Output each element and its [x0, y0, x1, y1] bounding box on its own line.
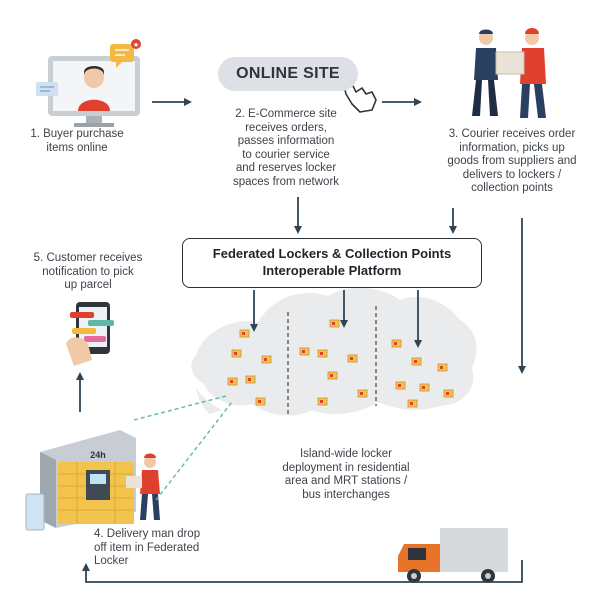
map-locker-marker-dot [320, 352, 323, 355]
map-locker-marker-dot [440, 366, 443, 369]
locker-icon: 24h [25, 430, 136, 531]
step2-line: 2. E-Commerce site [235, 108, 337, 120]
locker-map-dashed-line [155, 401, 233, 501]
step2-line: to courier service [242, 148, 330, 161]
map-caption: Island-wide locker deployment in residen… [262, 448, 430, 502]
map-locker-marker-dot [230, 380, 233, 383]
map-locker-marker-dot [446, 392, 449, 395]
map-locker-marker-dot [394, 342, 397, 345]
map-locker-marker-dot [414, 360, 417, 363]
step4-caption: 4. Delivery man drop off item in Federat… [94, 528, 234, 569]
map-locker-marker-dot [264, 358, 267, 361]
map-locker-marker-dot [360, 392, 363, 395]
map-locker-marker-dot [302, 350, 305, 353]
step2-line: spaces from network [232, 175, 340, 188]
map-locker-marker-dot [398, 384, 401, 387]
map-caption-line: Island-wide locker [299, 448, 393, 460]
step3-line: goods from suppliers and [447, 155, 577, 167]
map-caption-line: area and MRT stations / [284, 475, 408, 487]
step2-line: receives orders, [245, 121, 327, 134]
step4-line: Locker [94, 555, 129, 567]
platform-title-line: Federated Lockers & Collection Points [212, 246, 452, 261]
step2-line: passes information [237, 135, 335, 147]
locker-map-dashed-line [133, 395, 227, 421]
map-locker-marker-dot [422, 386, 425, 389]
online-site-badge: ONLINE SITE [218, 57, 358, 91]
chat-bubble-icon: ★ [110, 39, 141, 68]
map-caption-line: deployment in residential [282, 461, 410, 474]
step5-line: 5. Customer receives [33, 252, 143, 264]
step3-caption: 3. Courier receives order information, p… [428, 128, 596, 196]
phone-notification-icon [66, 302, 114, 366]
step3-line: information, picks up [459, 141, 565, 154]
federated-platform-box: Federated Lockers & Collection Points In… [182, 238, 482, 288]
computer-person-icon [36, 56, 140, 127]
courier-handoff-icon [472, 28, 546, 118]
step4-line: 4. Delivery man drop [94, 528, 201, 540]
step3-line: delivers to lockers / [462, 168, 562, 181]
truck-icon [398, 528, 508, 583]
map-caption-line: bus interchanges [302, 488, 390, 501]
step2-line: and reserves locker [235, 162, 337, 174]
step3-line: collection points [471, 182, 553, 194]
svg-text:★: ★ [133, 41, 139, 49]
step4-line: off item in Federated [94, 541, 200, 554]
map-locker-marker-dot [248, 378, 251, 381]
delivery-man-icon [126, 453, 160, 520]
step1-caption: 1. Buyer purchase items online [22, 128, 132, 155]
map-locker-marker-dot [330, 374, 333, 377]
step1-line: 1. Buyer purchase [30, 128, 124, 140]
map-locker-marker-dot [320, 400, 323, 403]
locker-sign: 24h [90, 450, 106, 460]
step5-caption: 5. Customer receives notification to pic… [18, 252, 158, 293]
platform-title-line: Interoperable Platform [262, 263, 402, 278]
step3-line: 3. Courier receives order [448, 128, 576, 140]
map-locker-markers [227, 319, 454, 408]
map-locker-marker-dot [350, 357, 353, 360]
flow-arrows [76, 98, 526, 583]
step2-caption: 2. E-Commerce site receives orders, pass… [212, 108, 360, 189]
step1-line: items online [46, 141, 108, 154]
map-locker-marker-dot [234, 352, 237, 355]
map-locker-marker-dot [332, 322, 335, 325]
map-locker-marker-dot [258, 400, 261, 403]
map-locker-marker-dot [410, 402, 413, 405]
map-locker-marker-dot [242, 332, 245, 335]
step5-line: notification to pick [42, 265, 134, 278]
hand-cursor-icon [343, 79, 377, 113]
step5-line: up parcel [64, 279, 112, 291]
